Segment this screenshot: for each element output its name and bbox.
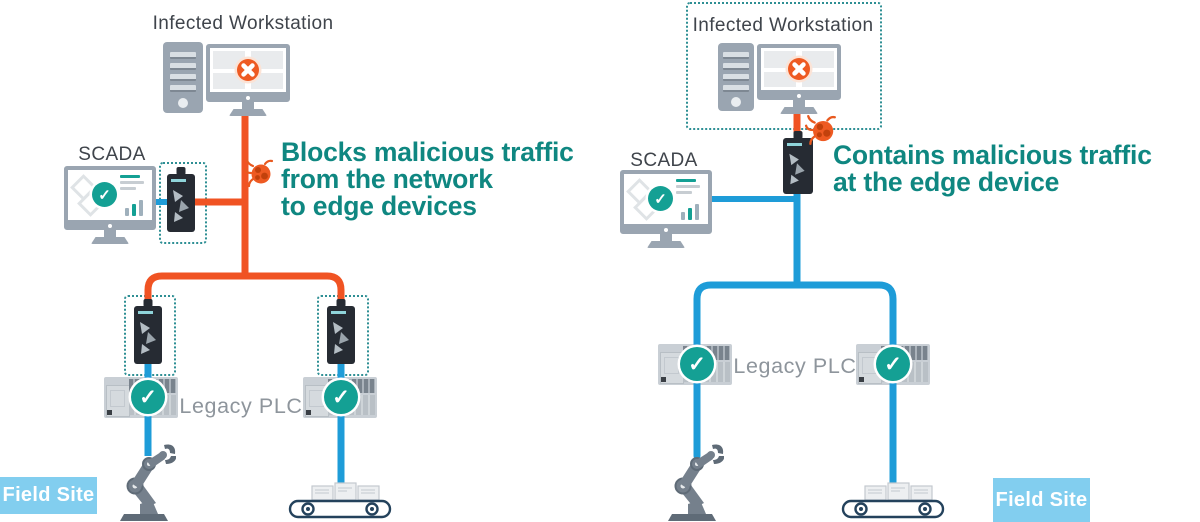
right-workstation-dotted-box — [686, 2, 882, 130]
right-workstation-label: Infected Workstation — [692, 15, 874, 36]
right-plc-label: Legacy PLC — [733, 354, 857, 378]
conveyor-icon — [288, 482, 392, 519]
right-field-site-badge: Field Site — [993, 478, 1090, 522]
right-infected-monitor-icon — [757, 44, 841, 114]
check-icon: ✓ — [648, 186, 673, 211]
left-edge-device-scada-icon — [167, 167, 195, 232]
left-field-site-badge: Field Site — [0, 477, 97, 514]
check-icon: ✓ — [324, 380, 358, 414]
malware-icon — [234, 56, 262, 84]
left-scada-label: SCADA — [78, 144, 146, 165]
left-infected-monitor-icon — [206, 44, 290, 116]
right-blue-tee-split — [693, 281, 897, 498]
check-icon: ✓ — [131, 380, 165, 414]
left-plc-label: Legacy PLC — [179, 394, 303, 418]
check-icon: ✓ — [876, 347, 910, 381]
conveyor-icon — [841, 482, 945, 519]
left-edge-device-field2-icon — [327, 299, 355, 364]
left-workstation-label: Infected Workstation — [152, 13, 334, 34]
right-headline: Contains malicious traffic at the edge d… — [833, 140, 1152, 197]
check-icon: ✓ — [680, 347, 714, 381]
malicious-traffic-bug-icon — [243, 158, 274, 188]
left-workstation-tower-icon — [163, 42, 203, 113]
malware-icon — [785, 55, 813, 83]
left-orange-tee-split — [144, 272, 345, 312]
left-headline: Blocks malicious traffic from the networ… — [281, 137, 574, 221]
left-edge-device-field1-icon — [134, 299, 162, 364]
right-workstation-tower-icon — [718, 43, 754, 111]
right-scada-label: SCADA — [630, 150, 698, 171]
robot-arm-icon — [120, 444, 176, 521]
malicious-traffic-bug-icon — [804, 115, 836, 145]
check-icon: ✓ — [92, 182, 117, 207]
robot-arm-icon — [668, 444, 724, 521]
